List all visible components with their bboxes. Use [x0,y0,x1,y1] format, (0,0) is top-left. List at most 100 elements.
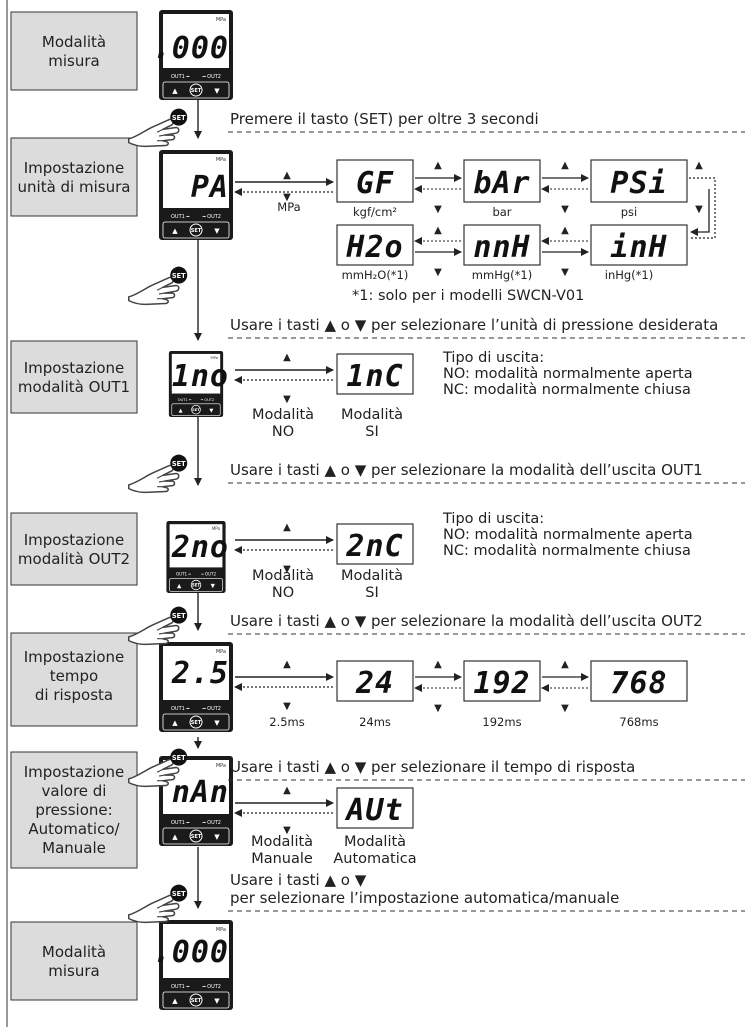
instruction-3: Usare i tasti ▲ o ▼ per selezionare la m… [228,461,745,484]
out1-note: NO: modalità normalmente aperta [443,366,693,382]
step-label: Automatico/ [28,820,120,838]
lcd-box [590,224,688,266]
svg-text:▲: ▲ [283,170,291,181]
step-label: Impostazione [24,159,125,177]
step-box-misura-2: Modalità misura [10,921,138,1001]
svg-text:▼: ▼ [561,703,569,714]
instruction-text: Usare i tasti ▲ o ▼ per selezionare il t… [230,758,635,776]
instruction-text: Premere il tasto (SET) per oltre 3 secon… [230,110,539,128]
automan-caption-man: Manuale [251,851,313,867]
step-label: Impostazione [24,531,125,549]
lcd-value: 1no [172,359,229,394]
step-box-tempo: Impostazione tempo di risposta [10,632,138,727]
svg-text:▲: ▲ [283,785,291,796]
lcd-box [463,660,541,702]
out1-note: NC: modalità normalmente chiusa [443,382,691,398]
lcd-value: 2nC [345,529,403,564]
out2-caption-si: SI [365,585,378,601]
step-label: Impostazione [24,359,125,377]
response-caption: 2.5ms [269,715,304,729]
lcd-value: nnH [473,230,530,265]
out2-note: Tipo di uscita: [442,511,544,527]
response-caption: 24ms [359,715,391,729]
response-selection: ▲ ▼ 24 192 768 ▲ ▼ ▲ ▼ 2.5ms 24ms 192ms … [234,659,688,729]
svg-text:▲: ▲ [695,160,703,171]
out1-selection: ▲ ▼ 1nC Modalità NO Modalità SI Tipo di … [234,350,693,440]
lcd-value: 2no [171,530,229,565]
lcd-value: GF [356,166,394,201]
step-label: pressione: [35,801,112,819]
svg-text:▼: ▼ [283,564,291,575]
instruction-text: per selezionare l’impostazione automatic… [230,889,619,907]
lcd-value: 768 [610,666,667,701]
step-label: di risposta [35,686,113,704]
step-box-automan: Impostazione valore di pressione: Automa… [10,751,138,869]
set-press-icon [127,883,189,924]
lcd-box [590,159,688,203]
svg-text:▲: ▲ [561,225,569,236]
svg-text:▲: ▲ [434,225,442,236]
lcd-box [590,660,688,702]
out1-caption-si: SI [365,424,378,440]
lcd-value: 1nC [346,359,403,394]
svg-text:▲: ▲ [283,352,291,363]
instruction-text: Usare i tasti ▲ o ▼ per selezionare la m… [230,461,703,479]
lcd-box [463,224,541,266]
instruction-text: Usare i tasti ▲ o ▼ per selezionare l’un… [230,316,718,334]
svg-text:▲: ▲ [561,160,569,171]
lcd-box [336,353,414,395]
out2-selection: ▲ ▼ 2nC Modalità NO Modalità SI Tipo di … [234,511,693,601]
automan-caption-auto: Modalità [344,834,406,850]
unit-caption-mpa: MPa [277,200,300,214]
device-out2: 2no [165,521,229,593]
lcd-value: 192 [473,666,530,701]
device-unita: PA [159,150,233,240]
instruction-text: Usare i tasti ▲ o ▼ per selezionare la m… [230,612,703,630]
instruction-5: Usare i tasti ▲ o ▼ per selezionare il t… [228,758,745,781]
svg-text:▼: ▼ [283,825,291,836]
svg-text:▼: ▼ [561,267,569,278]
svg-text:▼: ▼ [283,192,291,203]
lcd-value: 24 [355,666,394,701]
svg-text:▼: ▼ [283,394,291,405]
unit-caption: inHg(*1) [605,268,653,282]
step-label: Impostazione [24,648,125,666]
lcd-box [336,787,414,829]
step-box-unita: Impostazione unità di misura [10,137,138,217]
svg-text:▼: ▼ [561,204,569,215]
device-misura-1: .000 [153,10,233,100]
instruction-text: Usare i tasti ▲ o ▼ [230,871,367,889]
lcd-value: AUt [344,793,403,828]
lcd-value: .000 [153,935,229,970]
step-label: modalità OUT2 [18,550,130,568]
automan-caption-auto: Automatica [333,851,416,867]
svg-text:▼: ▼ [695,204,703,215]
lcd-value: inH [610,230,667,265]
out2-note: NO: modalità normalmente aperta [443,527,693,543]
unit-selection: ▲ ▼ MPa GF kgf/cm² bAr bar PSi psi ▲ ▼ ▲… [234,159,716,304]
svg-text:▼: ▼ [283,701,291,712]
set-press-icon [127,453,189,494]
svg-text:▲: ▲ [561,659,569,670]
step-box-misura-1: Modalità misura [10,11,138,91]
out2-caption-si: Modalità [341,568,403,584]
lcd-box [463,159,541,203]
automan-caption-man: Modalità [251,834,313,850]
unit-caption: mmHg(*1) [472,268,532,282]
svg-text:▲: ▲ [434,659,442,670]
step-label: misura [48,52,99,70]
device-out1: 1no [168,351,229,417]
lcd-box [336,224,414,266]
step-box-out1: Impostazione modalità OUT1 [10,340,138,414]
step-label: unità di misura [18,178,131,196]
unit-caption: mmH₂O(*1) [342,268,409,282]
out1-caption-no: Modalità [252,407,314,423]
instruction-6: Usare i tasti ▲ o ▼ per selezionare l’im… [228,871,745,912]
set-press-icon [127,107,189,148]
out2-caption-no: Modalità [252,568,314,584]
svg-text:▼: ▼ [434,267,442,278]
lcd-box [336,523,414,565]
lcd-box [336,660,414,702]
lcd-value: nAn [172,775,229,810]
